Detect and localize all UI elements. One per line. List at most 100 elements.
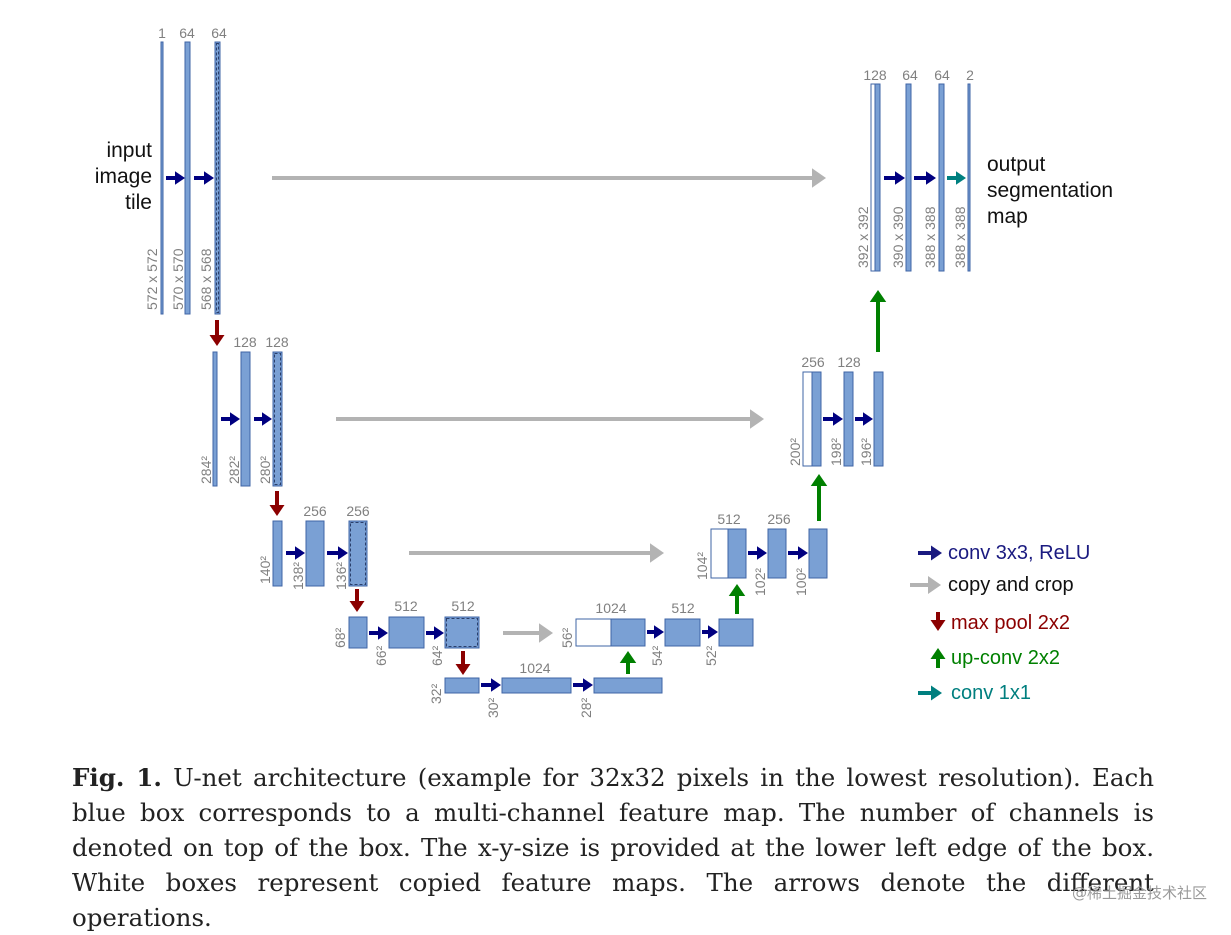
size-label-390: 390 x 390 — [890, 206, 906, 268]
channels-label-64a: 64 — [179, 25, 195, 41]
channels-label-64-out-b: 64 — [934, 67, 950, 83]
channels-label-64b: 64 — [211, 25, 227, 41]
channels-label-128-up1: 128 — [837, 354, 861, 370]
channels-label-512-up2: 512 — [717, 511, 741, 527]
caption-text: U-net architecture (example for 32x32 pi… — [72, 763, 1155, 932]
size-label-388b: 388 x 388 — [952, 206, 968, 268]
copy-arrow-l2 — [650, 543, 664, 563]
box-u1-conv1 — [843, 371, 854, 467]
size-label-100: 100² — [793, 568, 809, 596]
box-l3-conv2-crop-region — [446, 618, 478, 647]
conv-arrow-l2-1 — [295, 546, 305, 560]
caption-fig-label: Fig. 1. — [72, 763, 162, 792]
channels-label-128-out: 128 — [863, 67, 887, 83]
operation-arrows — [166, 168, 966, 701]
channels-label-512-up: 512 — [671, 600, 695, 616]
box-l2-conv1 — [305, 520, 325, 587]
pool-arrow-l2 — [349, 601, 365, 612]
copy-arrow-l1 — [750, 409, 764, 429]
size-label-66: 66² — [373, 645, 389, 666]
size-label-28: 28² — [578, 697, 594, 718]
box-l3-pool — [348, 616, 368, 649]
conv-arrow-l0-1 — [175, 171, 185, 185]
output-label-line-3: map — [987, 205, 1028, 228]
channels-label-256a: 256 — [303, 503, 327, 519]
size-label-570: 570 x 570 — [170, 248, 186, 310]
size-label-572: 572 x 572 — [144, 248, 160, 310]
channels-label-256b: 256 — [346, 503, 370, 519]
legend-item-4-label: up-conv 2x2 — [951, 647, 1060, 669]
legend: conv 3x3, ReLU copy and crop max pool 2x2 u… — [948, 542, 1090, 704]
size-label-56: 56² — [559, 627, 575, 648]
conv-arrow-u0-1 — [895, 171, 905, 185]
box-l2-conv2 — [348, 520, 368, 587]
box-l4-conv1 — [501, 677, 572, 694]
legend-item-1-arrow — [931, 545, 942, 561]
channels-label-64-out-a: 64 — [902, 67, 918, 83]
copy-arrow-l0 — [812, 168, 826, 188]
size-label-138: 138² — [290, 562, 306, 590]
size-label-102: 102² — [752, 568, 768, 596]
box-u0-up — [874, 83, 881, 272]
box-l2-conv2-crop-region — [350, 522, 366, 585]
size-label-104: 104² — [694, 552, 710, 580]
size-label-284: 284² — [198, 456, 214, 484]
box-l2-pool — [272, 520, 283, 587]
size-label-392: 392 x 392 — [855, 206, 871, 268]
box-u3-up — [610, 618, 646, 647]
upconv-arrow-u2 — [810, 474, 828, 486]
box-u2-copy — [710, 528, 729, 579]
box-u3-conv1 — [664, 618, 701, 647]
legend-item-2-label: copy and crop — [948, 574, 1074, 596]
size-label-198: 198² — [828, 438, 844, 466]
box-u2-conv1 — [767, 528, 787, 579]
channels-label-128b: 128 — [265, 334, 289, 350]
box-l4-conv2 — [593, 677, 663, 694]
box-l3-conv2 — [444, 616, 480, 649]
upconv-arrow-u3 — [728, 584, 746, 596]
size-label-282: 282² — [226, 456, 242, 484]
legend-item-1-label: conv 3x3, ReLU — [948, 542, 1090, 564]
channels-label-512a: 512 — [394, 598, 418, 614]
conv-arrow-u1-2 — [863, 412, 873, 426]
size-label-68: 68² — [332, 627, 348, 648]
box-u3-copy — [575, 618, 612, 647]
upconv-arrow-u1 — [869, 290, 887, 302]
size-label-52: 52² — [703, 645, 719, 666]
pool-arrow-l1 — [269, 505, 285, 516]
channels-label-128a: 128 — [233, 334, 257, 350]
legend-item-2-arrow — [928, 576, 941, 594]
channels-label-256-up1: 256 — [801, 354, 825, 370]
size-label-32: 32² — [428, 683, 444, 704]
size-label-136: 136² — [333, 562, 349, 590]
output-label-line-2: segmentation — [987, 179, 1113, 202]
size-label-280: 280² — [257, 456, 273, 484]
conv-arrow-u0-2 — [926, 171, 936, 185]
box-u3-conv2 — [718, 618, 754, 647]
channels-label-1: 1 — [158, 25, 166, 41]
output-label-line-1: output — [987, 153, 1046, 176]
conv-arrow-u3-2 — [708, 625, 718, 639]
conv-arrow-u3-1 — [654, 625, 664, 639]
upconv-arrow-l4 — [619, 651, 637, 663]
box-l4-pool — [444, 677, 480, 694]
legend-item-3-label: max pool 2x2 — [951, 612, 1070, 634]
box-u1-conv2 — [873, 371, 884, 467]
conv-arrow-l4-1 — [491, 678, 501, 692]
box-l0-conv2-crop-region — [216, 43, 219, 313]
conv-arrow-l2-2 — [338, 546, 348, 560]
input-label-line-1: input — [106, 139, 152, 162]
conv-arrow-l1-2 — [262, 412, 272, 426]
box-u2-up — [727, 528, 747, 579]
input-label-line-2: image — [95, 165, 152, 188]
size-label-568: 568 x 568 — [198, 248, 214, 310]
conv-arrow-l4-2 — [583, 678, 593, 692]
conv-arrow-u1-1 — [833, 412, 843, 426]
channels-label-2-out: 2 — [966, 67, 974, 83]
size-label-200: 200² — [787, 438, 803, 466]
box-u2-conv2 — [808, 528, 828, 579]
copy-arrow-l3 — [539, 623, 553, 643]
figure-caption: Fig. 1. U-net architecture (example for … — [72, 760, 1154, 935]
legend-item-5-arrow — [931, 685, 942, 701]
box-u0-copy — [870, 83, 876, 272]
